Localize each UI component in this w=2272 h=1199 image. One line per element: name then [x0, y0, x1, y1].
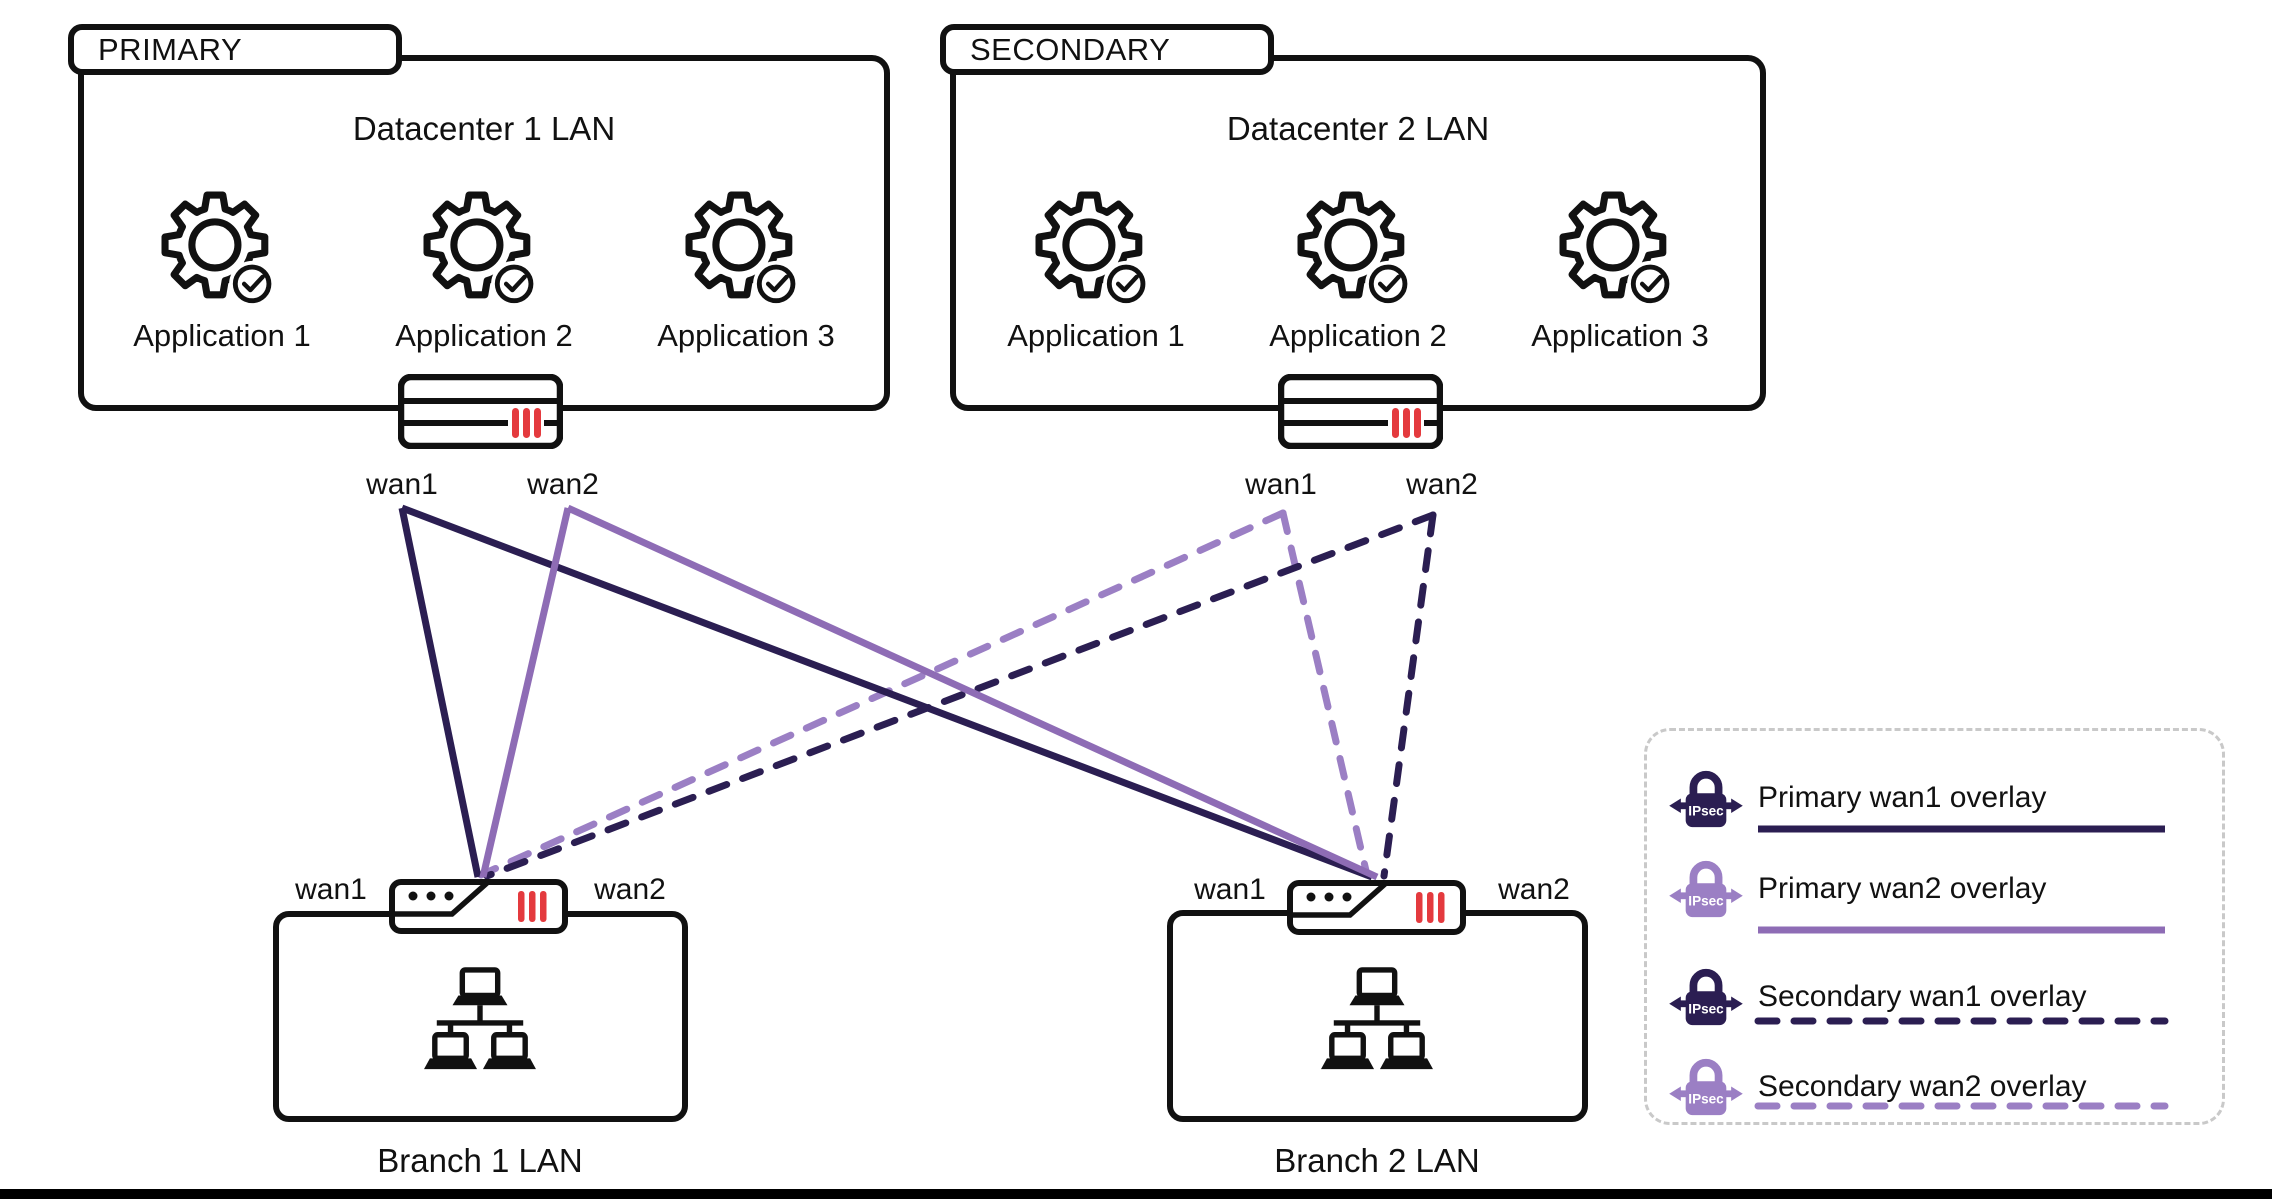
- application-label: Application 2: [1269, 318, 1447, 353]
- branch2-wan1-port-label: wan1: [1194, 873, 1266, 906]
- branch-2-router-icon: [1287, 880, 1466, 935]
- bottom-border-bar: [0, 1189, 2272, 1199]
- secondary-wan1-overlay-line-to-branch2: [1380, 511, 1437, 880]
- dc1-wan2-port-label: wan2: [527, 468, 599, 501]
- primary-wan1-overlay-line-to-branch2: [400, 504, 1374, 881]
- primary-wan1-overlay-line-to-branch1: [398, 507, 482, 878]
- secondary-tab: SECONDARY: [940, 24, 1274, 75]
- primary-wan2-overlay-line-to-branch1: [479, 507, 572, 878]
- datacenter-1-title: Datacenter 1 LAN: [352, 110, 616, 147]
- branch-1-box: [273, 911, 688, 1122]
- secondary-wan1-overlay-line-to-branch1: [483, 511, 1437, 880]
- application-label: Application 1: [1007, 318, 1185, 353]
- branch1-wan2-port-label: wan2: [594, 873, 666, 906]
- primary-tab-label: PRIMARY: [98, 31, 243, 67]
- branch2-wan2-port-label: wan2: [1498, 873, 1570, 906]
- dc1-wan1-port-label: wan1: [366, 468, 438, 501]
- legend-item-label: Primary wan2 overlay: [1758, 872, 2047, 905]
- dc1-application-1: Application 1: [102, 190, 342, 354]
- application-label: Application 1: [133, 318, 311, 353]
- branch-2-title: Branch 2 LAN: [1274, 1142, 1480, 1179]
- branch-1-title: Branch 1 LAN: [377, 1142, 583, 1179]
- legend-item-label: Secondary wan1 overlay: [1758, 980, 2087, 1013]
- dc2-application-2: Application 2: [1238, 190, 1478, 354]
- legend-item-label: Primary wan1 overlay: [1758, 781, 2047, 814]
- application-label: Application 2: [395, 318, 573, 353]
- dc1-application-3: Application 3: [626, 190, 866, 354]
- primary-wan2-overlay-line-to-branch2: [566, 504, 1379, 881]
- application-label: Application 3: [1531, 318, 1709, 353]
- branch-1-router-icon: [389, 879, 568, 934]
- branch1-wan1-port-label: wan1: [295, 873, 367, 906]
- legend-item-label: Secondary wan2 overlay: [1758, 1070, 2087, 1103]
- datacenter-2-title: Datacenter 2 LAN: [1226, 110, 1490, 147]
- dc2-application-3: Application 3: [1500, 190, 1740, 354]
- legend: [1644, 728, 2225, 1125]
- primary-tab: PRIMARY: [68, 24, 402, 75]
- datacenter-1-router-icon: [398, 374, 563, 449]
- dc1-application-2: Application 2: [364, 190, 604, 354]
- application-label: Application 3: [657, 318, 835, 353]
- secondary-tab-label: SECONDARY: [970, 31, 1171, 67]
- secondary-wan2-overlay-line-to-branch2: [1279, 509, 1371, 879]
- dc2-application-1: Application 1: [976, 190, 1216, 354]
- dc2-wan1-port-label: wan1: [1245, 468, 1317, 501]
- dc2-wan2-port-label: wan2: [1406, 468, 1478, 501]
- datacenter-2-router-icon: [1278, 374, 1443, 449]
